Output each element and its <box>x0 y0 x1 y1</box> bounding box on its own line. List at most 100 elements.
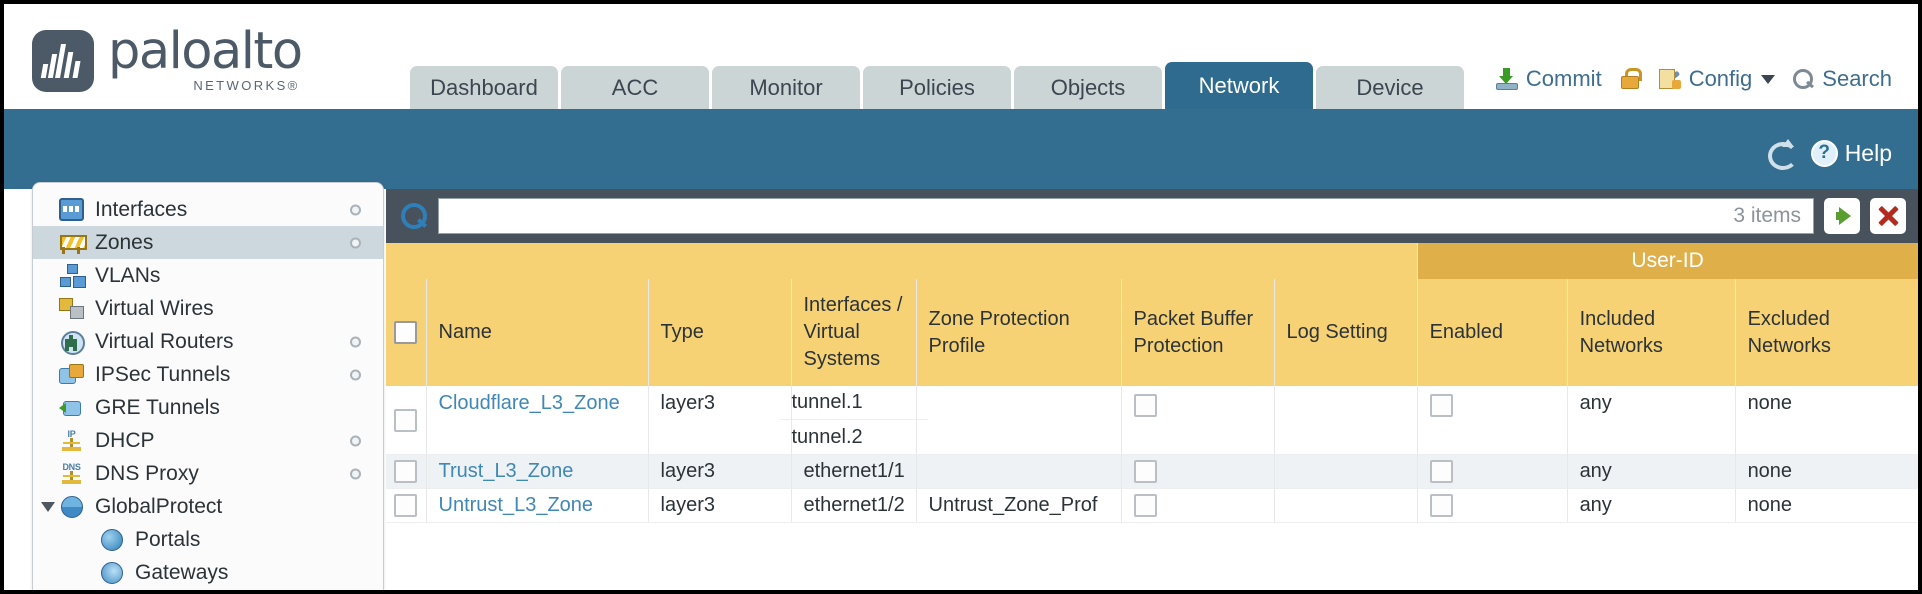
sidebar-item-gre-tunnels[interactable]: GRE Tunnels <box>33 391 383 424</box>
select-all-checkbox[interactable] <box>394 321 418 345</box>
table-row[interactable]: Cloudflare_L3_Zone layer3 tunnel.1 tunne… <box>386 386 1918 455</box>
cell-packet-buffer-protection[interactable] <box>1121 386 1275 455</box>
column-header-name[interactable]: Name <box>426 279 649 386</box>
item-count-label: 3 items <box>1733 204 1801 227</box>
apply-filter-button[interactable] <box>1824 198 1860 234</box>
sidebar-item-zones[interactable]: Zones <box>33 226 383 259</box>
sidebar-item-virtual-routers[interactable]: Virtual Routers <box>33 325 383 358</box>
column-header-zone-protection-profile[interactable]: Zone Protection Profile <box>916 279 1122 386</box>
status-dot-icon <box>350 336 361 347</box>
gateways-icon <box>99 561 124 584</box>
commit-button[interactable]: Commit <box>1495 66 1602 92</box>
config-label: Config <box>1688 66 1753 91</box>
tab-objects[interactable]: Objects <box>1014 66 1162 110</box>
globalprotect-icon <box>59 495 84 518</box>
config-menu[interactable]: Config <box>1658 66 1776 92</box>
row-checkbox[interactable] <box>394 460 418 484</box>
tab-network[interactable]: Network <box>1165 62 1313 110</box>
status-dot-icon <box>350 468 361 479</box>
group-header-spacer <box>386 243 1418 279</box>
main-nav-tabs: Dashboard ACC Monitor Policies Objects N… <box>410 62 1464 110</box>
filter-input[interactable] <box>451 200 1734 232</box>
lock-icon[interactable] <box>1618 67 1642 91</box>
sidebar-item-virtual-wires[interactable]: Virtual Wires <box>33 292 383 325</box>
row-checkbox[interactable] <box>394 494 418 518</box>
tab-policies[interactable]: Policies <box>863 66 1011 110</box>
zone-name-link[interactable]: Cloudflare_L3_Zone <box>438 392 620 414</box>
sidebar-item-label: Gateways <box>135 560 229 584</box>
row-select-cell[interactable] <box>386 386 427 455</box>
filter-search-icon[interactable] <box>398 201 428 231</box>
column-header-excluded-networks[interactable]: Excluded Networks <box>1735 279 1918 386</box>
row-select-cell[interactable] <box>386 454 427 489</box>
cell-log-setting <box>1274 386 1418 455</box>
cell-zone-name[interactable]: Trust_L3_Zone <box>426 454 649 489</box>
sidebar-item-dns-proxy[interactable]: DNS DNS Proxy <box>33 457 383 490</box>
column-header-included-networks[interactable]: Included Networks <box>1567 279 1736 386</box>
clear-filter-button[interactable] <box>1870 198 1906 234</box>
cell-zone-type: layer3 <box>648 488 792 523</box>
gre-tunnels-icon <box>59 396 84 419</box>
userid-enabled-checkbox[interactable] <box>1429 494 1453 518</box>
tab-dashboard[interactable]: Dashboard <box>410 66 558 110</box>
cell-userid-enabled[interactable] <box>1417 454 1568 489</box>
cell-zone-name[interactable]: Untrust_L3_Zone <box>426 488 649 523</box>
cell-userid-enabled[interactable] <box>1417 386 1568 455</box>
column-header-log-setting[interactable]: Log Setting <box>1274 279 1418 386</box>
sidebar-item-interfaces[interactable]: Interfaces <box>33 193 383 226</box>
column-header-interfaces[interactable]: Interfaces / Virtual Systems <box>791 279 917 386</box>
interfaces-icon <box>59 198 84 221</box>
column-header-type[interactable]: Type <box>648 279 792 386</box>
packet-buffer-protection-checkbox[interactable] <box>1133 460 1157 484</box>
sidebar-item-label: VLANs <box>95 263 161 287</box>
sidebar-item-vlans[interactable]: VLANs <box>33 259 383 292</box>
tab-acc[interactable]: ACC <box>561 66 709 110</box>
userid-enabled-checkbox[interactable] <box>1429 394 1453 418</box>
cell-packet-buffer-protection[interactable] <box>1121 488 1275 523</box>
zones-content-panel: 3 items <box>386 189 1918 590</box>
cell-zone-protection-profile: Untrust_Zone_Prof <box>916 488 1122 523</box>
zone-name-link[interactable]: Untrust_L3_Zone <box>438 494 594 516</box>
status-dot-icon <box>350 237 361 248</box>
expand-triangle-icon[interactable] <box>41 501 55 512</box>
tab-device[interactable]: Device <box>1316 66 1464 110</box>
filter-input-wrapper[interactable]: 3 items <box>438 198 1814 234</box>
zone-name-link[interactable]: Trust_L3_Zone <box>438 460 574 482</box>
packet-buffer-protection-checkbox[interactable] <box>1133 494 1157 518</box>
column-header-enabled[interactable]: Enabled <box>1417 279 1568 386</box>
paloalto-logo: paloalto NETWORKS® <box>32 26 303 92</box>
packet-buffer-protection-checkbox[interactable] <box>1133 394 1157 418</box>
sidebar-item-gateways[interactable]: Gateways <box>33 556 383 589</box>
tab-monitor[interactable]: Monitor <box>712 66 860 110</box>
commit-icon <box>1495 67 1519 91</box>
select-all-header[interactable] <box>386 279 427 386</box>
cell-zone-interfaces: ethernet1/1 <box>791 454 917 489</box>
header-actions: Commit Config Search <box>1495 66 1892 92</box>
cell-userid-enabled[interactable] <box>1417 488 1568 523</box>
commit-label: Commit <box>1525 66 1602 91</box>
refresh-icon[interactable] <box>1765 138 1798 170</box>
sidebar-item-label: DHCP <box>95 428 155 452</box>
row-checkbox[interactable] <box>394 408 418 432</box>
sub-header-band <box>4 109 1918 189</box>
sidebar-item-dhcp[interactable]: IP DHCP <box>33 424 383 457</box>
sidebar-item-label: Zones <box>95 230 154 254</box>
cell-zone-interfaces: tunnel.1 tunnel.2 <box>779 386 928 455</box>
userid-enabled-checkbox[interactable] <box>1429 460 1453 484</box>
column-header-packet-buffer-protection[interactable]: Packet Buffer Protection <box>1121 279 1275 386</box>
cell-packet-buffer-protection[interactable] <box>1121 454 1275 489</box>
sidebar-item-globalprotect[interactable]: GlobalProtect <box>33 490 383 523</box>
row-select-cell[interactable] <box>386 488 427 523</box>
sidebar-item-label: IPSec Tunnels <box>95 362 231 386</box>
cell-log-setting <box>1274 454 1418 489</box>
sidebar-item-ipsec-tunnels[interactable]: IPSec Tunnels <box>33 358 383 391</box>
table-group-header-row: User-ID <box>386 243 1918 279</box>
search-button[interactable]: Search <box>1791 66 1892 92</box>
table-row[interactable]: Untrust_L3_Zone layer3 ethernet1/2 Untru… <box>386 488 1918 523</box>
cell-included-networks: any <box>1567 488 1736 523</box>
help-button[interactable]: ? Help <box>1810 139 1892 167</box>
cell-zone-name[interactable]: Cloudflare_L3_Zone <box>426 386 649 455</box>
table-row[interactable]: Trust_L3_Zone layer3 ethernet1/1 any non… <box>386 454 1918 489</box>
sidebar-item-portals[interactable]: Portals <box>33 523 383 556</box>
portals-icon <box>99 528 124 551</box>
